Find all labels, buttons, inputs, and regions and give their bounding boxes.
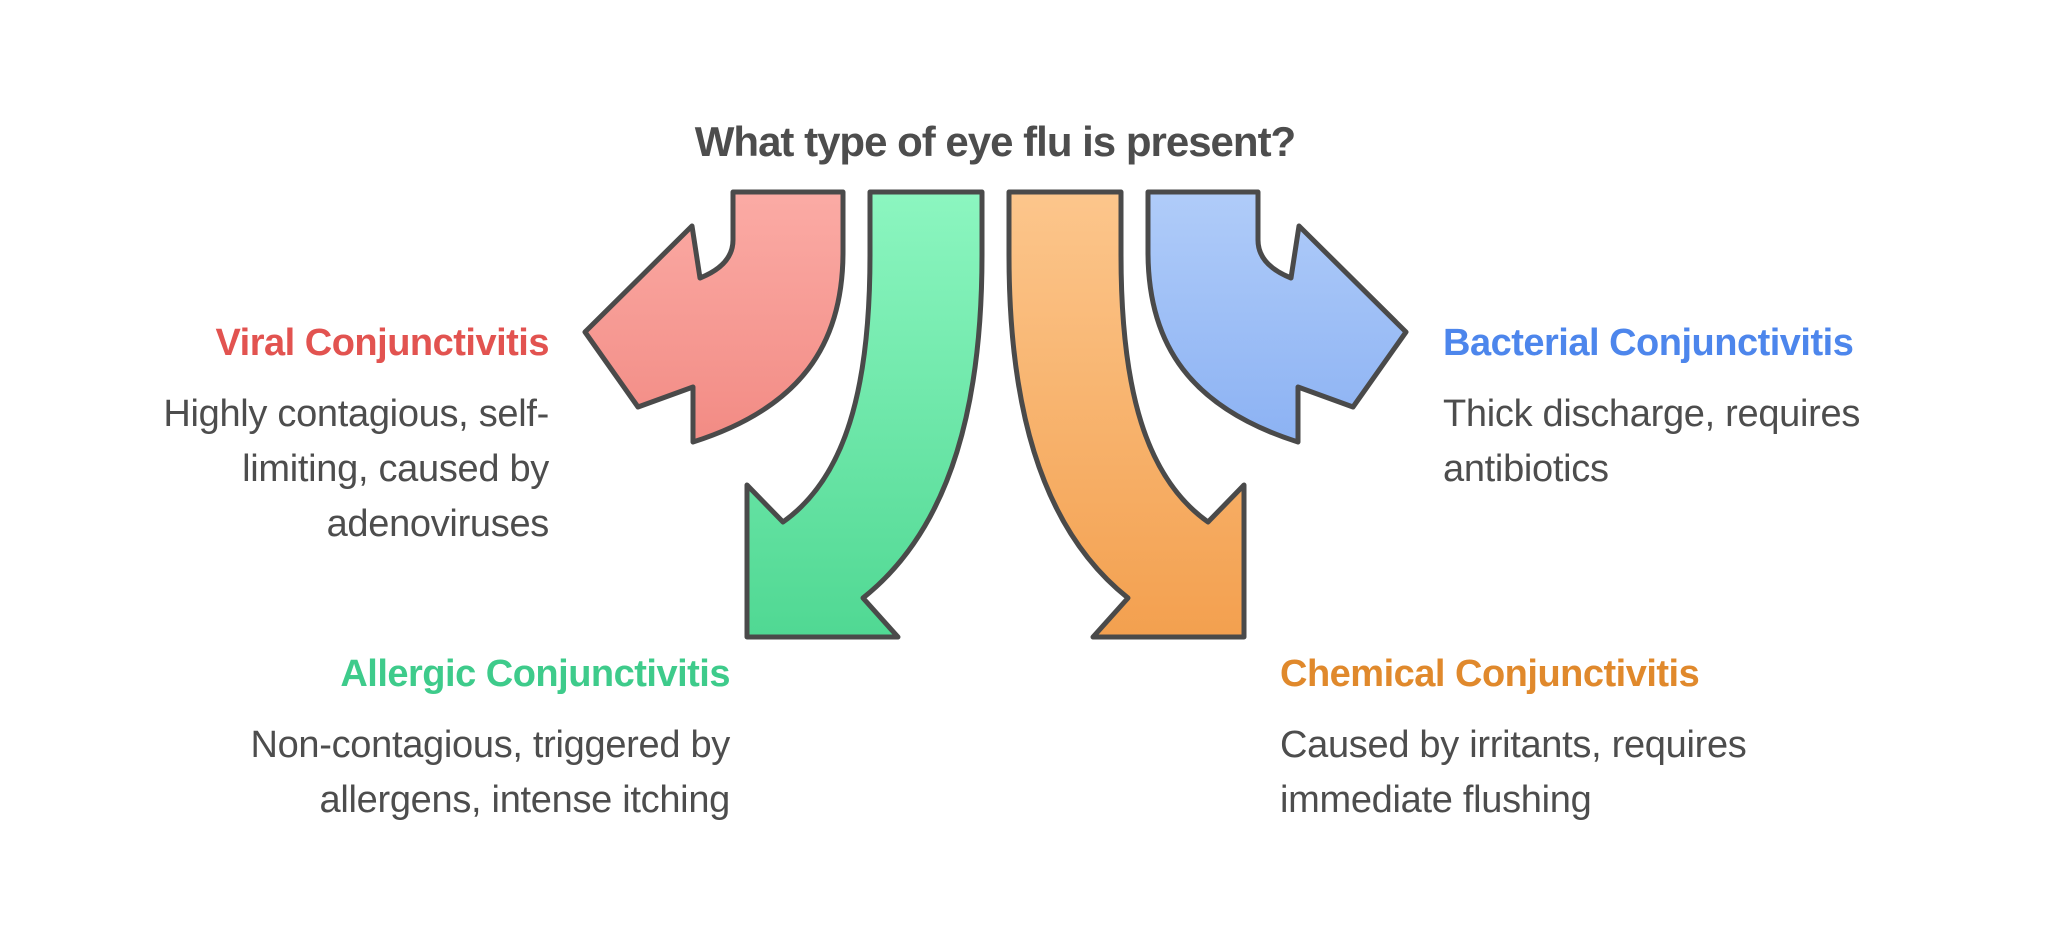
- branch-chemical-description: Caused by irritants, requires immediate …: [1280, 718, 1860, 828]
- branch-viral-heading: Viral Conjunctivitis: [215, 322, 550, 364]
- branch-bacterial: Bacterial Conjunctivitis Thick discharge…: [1443, 322, 1983, 497]
- description-line: immediate flushing: [1280, 779, 1592, 821]
- description-line: Highly contagious, self-: [163, 393, 549, 435]
- branch-allergic-description: Non-contagious, triggered by allergens, …: [230, 718, 730, 828]
- chemical-arrow-down-right-icon: [1006, 189, 1247, 640]
- page-title: What type of eye flu is present?: [694, 118, 1296, 165]
- description-line: Caused by irritants, requires: [1280, 724, 1747, 766]
- branch-allergic-heading: Allergic Conjunctivitis: [340, 653, 730, 695]
- branch-bacterial-heading: Bacterial Conjunctivitis: [1443, 322, 1854, 364]
- branch-viral: Viral Conjunctivitis Highly contagious, …: [49, 322, 549, 552]
- viral-arrow-left-icon: [582, 189, 846, 445]
- description-line: Non-contagious, triggered by: [250, 724, 730, 766]
- description-line: antibiotics: [1443, 448, 1609, 490]
- branch-viral-description: Highly contagious, self- limiting, cause…: [49, 387, 549, 552]
- description-line: adenoviruses: [326, 503, 550, 545]
- description-line: limiting, caused by: [242, 448, 549, 490]
- description-line: Thick discharge, requires: [1443, 393, 1861, 435]
- branch-allergic: Allergic Conjunctivitis Non-contagious, …: [230, 653, 730, 828]
- branch-chemical-heading: Chemical Conjunctivitis: [1280, 653, 1700, 695]
- branch-bacterial-description: Thick discharge, requires antibiotics: [1443, 387, 1983, 497]
- branch-chemical: Chemical Conjunctivitis Caused by irrita…: [1280, 653, 1860, 828]
- bacterial-arrow-right-icon: [1145, 189, 1409, 445]
- allergic-arrow-down-left-icon: [744, 189, 985, 640]
- description-line: allergens, intense itching: [319, 779, 731, 821]
